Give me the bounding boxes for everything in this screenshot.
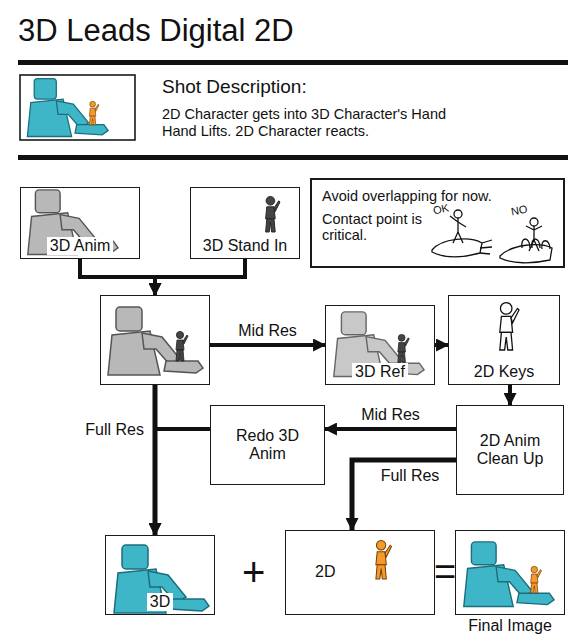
process-box: Redo 3D Anim bbox=[210, 405, 325, 485]
figure-head bbox=[454, 210, 462, 218]
edge-label: Mid Res bbox=[235, 322, 300, 340]
robot-3d bbox=[27, 79, 108, 137]
box-label: 3D Stand In bbox=[200, 237, 291, 255]
box-label: Final Image bbox=[456, 617, 564, 635]
flow-arrow bbox=[352, 460, 456, 530]
key-drawing bbox=[500, 303, 519, 350]
hand-sketch bbox=[432, 239, 482, 257]
stand-in-figure bbox=[266, 196, 280, 232]
figure-sketch bbox=[526, 226, 542, 251]
figure-head bbox=[530, 218, 538, 226]
image-box: Final Image bbox=[455, 530, 565, 615]
box-label: 3D Ref bbox=[352, 363, 408, 381]
edge-label: Mid Res bbox=[358, 406, 423, 424]
section-rule bbox=[18, 155, 568, 160]
box-label: 2D Anim Clean Up bbox=[465, 432, 555, 469]
flow-arrow bbox=[508, 385, 512, 405]
edge-label: Full Res bbox=[378, 467, 443, 485]
image-box bbox=[100, 295, 210, 385]
box-label: 3D bbox=[147, 593, 173, 611]
robot-3d bbox=[114, 545, 209, 613]
hand-sketch bbox=[500, 245, 552, 263]
process-box: 3D Stand In bbox=[190, 187, 300, 259]
finger-sketch bbox=[480, 240, 492, 254]
note-box: Avoid overlapping for now. Contact point … bbox=[310, 178, 565, 268]
section-heading: Shot Description: bbox=[162, 76, 307, 99]
character-2d bbox=[89, 101, 99, 125]
box-label: 2D bbox=[312, 563, 338, 581]
robot-grey bbox=[108, 307, 203, 375]
robot-3d bbox=[464, 542, 554, 607]
stand-in-figure bbox=[176, 331, 188, 361]
thumbnail-box bbox=[20, 75, 135, 140]
diagram-title: 3D Leads Digital 2D bbox=[18, 12, 294, 49]
title-rule bbox=[18, 60, 568, 65]
equals-sign: = bbox=[434, 550, 456, 596]
character-2d bbox=[531, 566, 542, 593]
note-text: Avoid overlapping for now. bbox=[322, 188, 492, 205]
flow-arrow bbox=[435, 343, 448, 347]
image-box: 3D bbox=[105, 535, 215, 615]
sketch-label: NO bbox=[510, 203, 529, 219]
flow-arrow bbox=[155, 259, 245, 295]
ok-sketch bbox=[432, 210, 492, 257]
process-box: 2D Anim Clean Up bbox=[456, 405, 564, 495]
box-label: 3D Anim bbox=[47, 237, 113, 255]
process-box: 3D Anim bbox=[20, 187, 140, 259]
plus-sign: + bbox=[242, 548, 265, 596]
shot-description: 2D Character gets into 3D Character's Ha… bbox=[162, 106, 484, 141]
no-sketch bbox=[500, 218, 552, 263]
robot-grey bbox=[28, 190, 118, 255]
flow-arrow bbox=[325, 427, 456, 431]
image-box: 2D bbox=[285, 530, 435, 615]
figure-sketch bbox=[450, 216, 466, 243]
box-label: Redo 3D Anim bbox=[223, 427, 313, 464]
flow-arrow bbox=[210, 343, 325, 347]
character-2d bbox=[376, 541, 392, 579]
stand-in-figure bbox=[398, 334, 409, 362]
process-box: 2D Keys bbox=[448, 295, 560, 385]
process-box: 3D Ref bbox=[325, 305, 435, 385]
flow-arrow bbox=[153, 385, 158, 535]
sketch-label: OK bbox=[432, 201, 450, 217]
flow-arrow bbox=[155, 429, 210, 535]
flow-arrow bbox=[80, 259, 155, 295]
box-label: 2D Keys bbox=[471, 363, 537, 381]
note-text: Contact point is critical. bbox=[322, 211, 430, 244]
edge-label: Full Res bbox=[82, 421, 147, 439]
